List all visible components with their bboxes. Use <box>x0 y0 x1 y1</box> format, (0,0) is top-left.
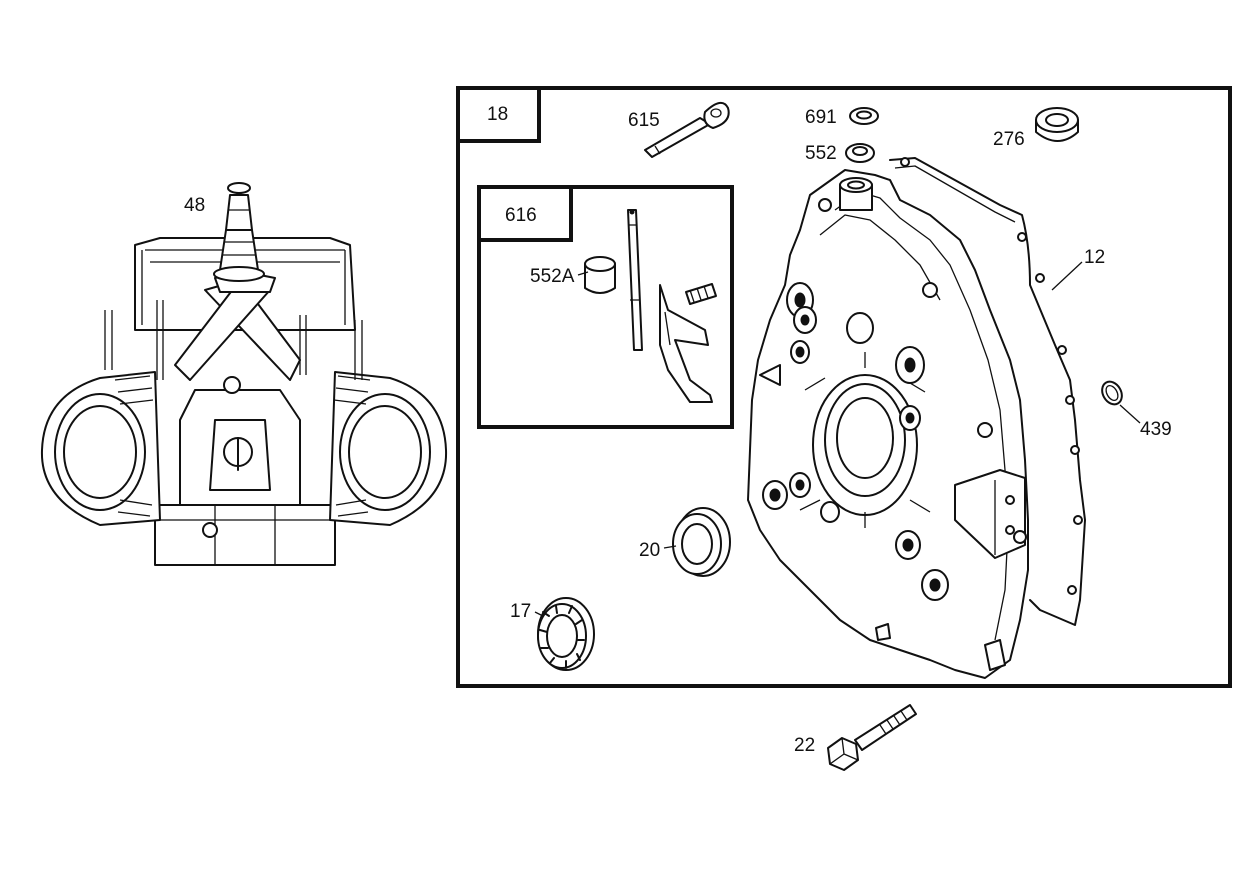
callout-439: 439 <box>1140 419 1172 440</box>
part-12-crankcase-cover <box>747 157 1086 679</box>
callout-48: 48 <box>184 195 205 216</box>
kit-616-frame <box>477 185 734 429</box>
part-552-bushing <box>845 143 875 163</box>
kit-18-frame <box>456 86 1232 688</box>
callout-552a: 552A <box>530 266 575 287</box>
part-616-governor-shaft <box>627 209 717 403</box>
callout-22: 22 <box>794 735 815 756</box>
leader-lines <box>534 261 1141 617</box>
callout-18: 18 <box>487 104 508 125</box>
callout-12: 12 <box>1084 247 1105 268</box>
part-552a-bushing <box>584 256 616 294</box>
part-691-seal <box>849 107 879 125</box>
part-20-bearing <box>672 507 731 577</box>
kit-18-label-box <box>456 86 541 143</box>
callout-616: 616 <box>505 205 537 226</box>
callout-276: 276 <box>993 129 1025 150</box>
callout-552: 552 <box>805 143 837 164</box>
part-615-lever <box>644 101 730 158</box>
part-276-oil-seal <box>1035 107 1079 142</box>
callout-17: 17 <box>510 601 531 622</box>
callout-691: 691 <box>805 107 837 128</box>
part-17-roller-bearing <box>537 597 595 671</box>
kit-616-label-box <box>477 185 573 242</box>
callout-20: 20 <box>639 540 660 561</box>
callout-615: 615 <box>628 110 660 131</box>
part-439-o-ring <box>1101 380 1123 406</box>
part-22-bolt <box>827 704 917 771</box>
engine-block-assembly <box>40 182 448 566</box>
